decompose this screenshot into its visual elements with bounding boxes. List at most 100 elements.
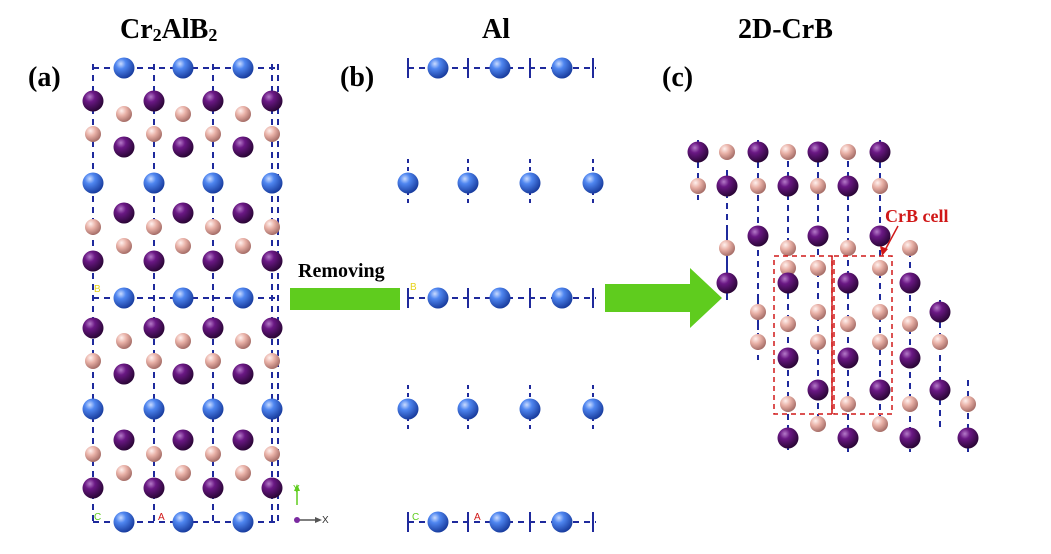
b-atom — [146, 126, 162, 142]
crb-cell-label: CrB cell — [885, 206, 949, 226]
b-atom — [872, 260, 888, 276]
cr-atom — [716, 272, 738, 294]
b-atom — [175, 238, 191, 254]
b-atom — [932, 334, 948, 350]
b-atom — [175, 333, 191, 349]
cr-atom — [929, 301, 951, 323]
cr-atom — [172, 429, 194, 451]
cr-atom — [899, 272, 921, 294]
cr-atom — [777, 272, 799, 294]
axis-letter-a-side: B — [94, 284, 101, 295]
al-atom — [82, 398, 104, 420]
b-atom — [810, 178, 826, 194]
cr-atom — [837, 347, 859, 369]
cr-atom — [261, 250, 283, 272]
b-atom — [85, 219, 101, 235]
cr-atom — [202, 250, 224, 272]
cr-atom — [899, 347, 921, 369]
cr-atom — [777, 175, 799, 197]
al-atom — [519, 398, 541, 420]
al-atom — [427, 287, 449, 309]
crb-cell-pointer-head — [880, 246, 888, 256]
b-atom — [146, 446, 162, 462]
cr-atom — [807, 141, 829, 163]
title-2d-crb: 2D-CrB — [738, 14, 833, 45]
al-atom — [261, 172, 283, 194]
b-atom — [85, 353, 101, 369]
axis-origin — [294, 517, 300, 523]
b-atom — [719, 144, 735, 160]
cr-atom — [837, 427, 859, 449]
b-atom — [146, 219, 162, 235]
cr-atom — [837, 175, 859, 197]
cr-atom — [82, 250, 104, 272]
b-atom — [780, 240, 796, 256]
b-atom — [205, 219, 221, 235]
al-atom — [172, 57, 194, 79]
crb-cell-box-right — [833, 255, 893, 415]
b-atom — [840, 316, 856, 332]
b-atom — [264, 353, 280, 369]
cr-atom — [687, 141, 709, 163]
b-atom — [264, 126, 280, 142]
removing-label: Removing — [298, 260, 385, 282]
removing-arrow-shaft — [290, 288, 400, 310]
al-atom — [427, 511, 449, 533]
al-atom — [582, 398, 604, 420]
cr-atom — [261, 317, 283, 339]
b-atom — [116, 465, 132, 481]
b-atom — [750, 178, 766, 194]
al-atom — [551, 57, 573, 79]
y-axis-arrowhead — [294, 484, 300, 491]
axis-letter-b-side: B — [410, 282, 417, 293]
al-atom — [232, 57, 254, 79]
cr-atom — [82, 317, 104, 339]
cr-atom — [172, 202, 194, 224]
al-atom — [113, 511, 135, 533]
cr-atom — [777, 427, 799, 449]
al-atom — [202, 398, 224, 420]
cr-atom — [202, 90, 224, 112]
al-atom — [489, 511, 511, 533]
b-atom — [902, 396, 918, 412]
b-atom — [750, 304, 766, 320]
cr-atom — [143, 250, 165, 272]
axis-letter-a-mid: A — [158, 512, 165, 523]
cr-atom — [202, 317, 224, 339]
cr-atom — [869, 379, 891, 401]
b-atom — [780, 316, 796, 332]
title-cr2alb2: Cr2AlB2 — [120, 14, 218, 45]
b-atom — [780, 260, 796, 276]
cr-atom — [82, 477, 104, 499]
cr-atom — [807, 225, 829, 247]
al-atom — [489, 57, 511, 79]
al-atom — [457, 398, 479, 420]
al-atom — [427, 57, 449, 79]
b-atom — [690, 178, 706, 194]
cr-atom — [747, 225, 769, 247]
b-atom — [902, 240, 918, 256]
axis-letter-b-corner: C — [412, 512, 420, 523]
cr-atom — [232, 136, 254, 158]
al-atom — [457, 172, 479, 194]
overlay — [290, 225, 899, 523]
al-atom — [172, 287, 194, 309]
cr-atom — [172, 363, 194, 385]
cr-atom — [807, 379, 829, 401]
al-atom — [172, 511, 194, 533]
b-atom — [116, 333, 132, 349]
cr-atom — [869, 225, 891, 247]
b-atom — [810, 260, 826, 276]
cr-atom — [143, 477, 165, 499]
b-atom — [116, 106, 132, 122]
cr-atom — [232, 429, 254, 451]
b-atom — [264, 446, 280, 462]
b-atom — [840, 144, 856, 160]
al-atom — [143, 398, 165, 420]
al-atom — [261, 398, 283, 420]
b-atom — [205, 446, 221, 462]
cr-atom — [143, 90, 165, 112]
al-atom — [202, 172, 224, 194]
panel-label-a: (a) — [28, 62, 61, 93]
